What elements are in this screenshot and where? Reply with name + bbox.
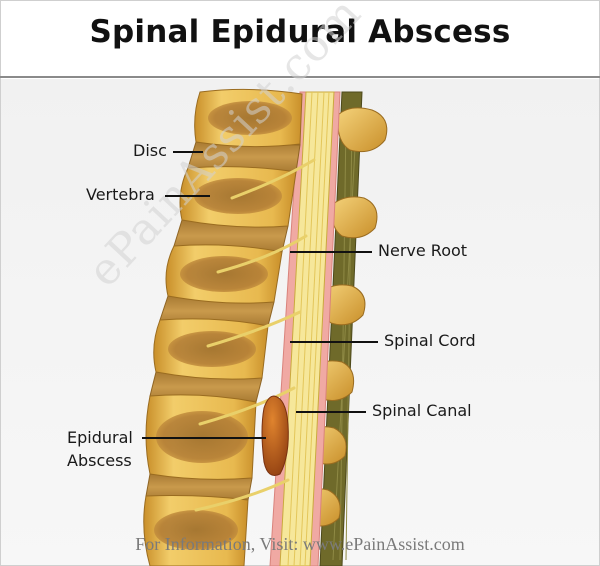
label-vertebra: Vertebra: [86, 185, 155, 204]
footer-credit: For Information, Visit: www.ePainAssist.…: [135, 534, 465, 554]
leader-nerve-root: [290, 251, 372, 253]
leader-epidural-abscess: [142, 437, 266, 439]
nerve-roots: [194, 158, 316, 512]
label-epidural-abscess-line2: Abscess: [67, 451, 132, 470]
leader-spinal-cord: [290, 341, 378, 343]
label-spinal-cord: Spinal Cord: [384, 331, 476, 350]
leader-spinal-canal: [296, 411, 366, 413]
leader-vertebra: [165, 195, 210, 197]
title-divider: [0, 76, 600, 78]
leader-disc: [173, 151, 203, 153]
label-nerve-root: Nerve Root: [378, 241, 468, 260]
label-epidural-abscess-line1: Epidural: [67, 428, 133, 447]
posterior-ligament-stripes: [332, 109, 358, 561]
vertebra-marrow: [208, 101, 292, 135]
vertebra-marrow: [168, 331, 256, 367]
vertebra-marrow: [154, 510, 238, 550]
label-spinal-canal: Spinal Canal: [372, 401, 472, 420]
label-disc: Disc: [133, 141, 167, 160]
epidural-abscess: [261, 395, 289, 476]
page-title: Spinal Epidural Abscess: [89, 14, 511, 50]
spinal-cord-fibers: [287, 91, 330, 566]
